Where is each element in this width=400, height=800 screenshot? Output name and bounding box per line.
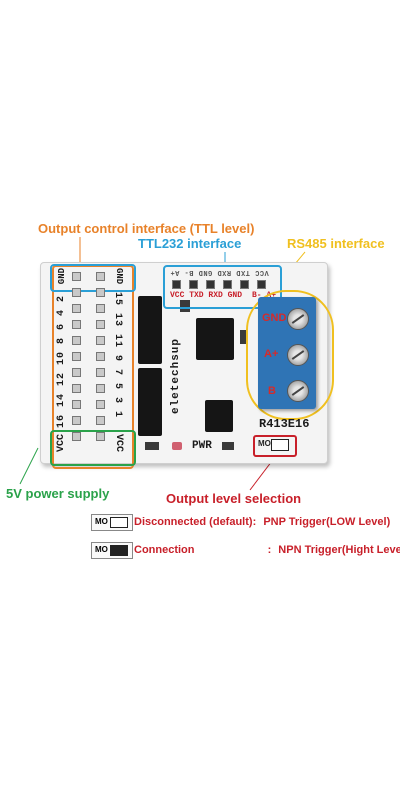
vcc-label-right: VCC — [113, 434, 124, 453]
vcc-label-left: VCC — [56, 434, 67, 453]
legend-result: PNP Trigger(LOW Level) — [263, 516, 391, 528]
header-pin — [72, 336, 81, 345]
pwr-label: PWR — [192, 440, 212, 452]
terminal-label-gnd: GND — [262, 312, 287, 324]
legend-jumper-closed: MO — [91, 542, 133, 559]
legend-condition: Connection — [134, 544, 195, 556]
header-pin — [96, 416, 105, 425]
driver-ic-1 — [138, 296, 162, 364]
terminal-label-a: A+ — [264, 348, 279, 360]
legend-row-connected: Connection : NPN Trigger(Hight Level) — [134, 544, 400, 556]
model-label: R413E16 — [259, 417, 310, 431]
header-pin — [72, 352, 81, 361]
brand-label: eletechsup — [170, 338, 182, 415]
ttl-pin — [172, 280, 181, 289]
header-pin — [96, 352, 105, 361]
legend-condition: Disconnected (default) — [134, 516, 253, 528]
vcc-row-outline — [50, 430, 136, 466]
ttl-pin — [189, 280, 198, 289]
smd-component — [145, 442, 159, 450]
pwr-led — [172, 442, 182, 450]
header-pin — [96, 368, 105, 377]
header-pin — [96, 304, 105, 313]
output-control-callout: Output control interface (TTL level) — [38, 221, 255, 236]
mcu-ic — [196, 318, 234, 360]
legend-jumper-label: MO — [95, 545, 108, 554]
header-pin — [72, 384, 81, 393]
header-pin — [72, 320, 81, 329]
legend-jumper-open: MO — [91, 514, 133, 531]
ttl-pin — [223, 280, 232, 289]
driver-ic-2 — [138, 368, 162, 436]
header-pin — [72, 288, 81, 297]
header-pin — [96, 288, 105, 297]
smd-component — [180, 300, 190, 312]
header-pin — [96, 320, 105, 329]
legend-result: NPN Trigger(Hight Level) — [278, 544, 400, 556]
ttl232-callout: TTL232 interface — [138, 236, 242, 251]
legend-pad-closed — [110, 545, 128, 556]
mo-jumper-pad — [271, 439, 289, 451]
legend-separator: : — [252, 516, 257, 528]
rs485-outline — [246, 290, 334, 420]
output-header-outline — [52, 265, 134, 469]
output-level-callout: Output level selection — [166, 491, 302, 506]
screw-slot — [291, 350, 305, 360]
screw-slot — [291, 314, 305, 324]
mo-jumper-label: MO — [258, 439, 271, 448]
header-pin — [72, 368, 81, 377]
legend-row-disconnected: Disconnected (default): PNP Trigger(LOW … — [134, 516, 390, 528]
header-pin — [96, 272, 105, 281]
legend-separator: : — [267, 544, 272, 556]
rs485-callout: RS485 interface — [287, 236, 385, 251]
ttl-pins-label: VCC TXD RXD GND — [170, 291, 243, 300]
rs485-ic — [205, 400, 233, 432]
ttl-pin — [240, 280, 249, 289]
ttl-pins-mirror: VCC TXD RXD GND B- A+ — [170, 268, 269, 276]
header-pin — [96, 400, 105, 409]
legend-pad-open — [110, 517, 128, 528]
smd-component — [222, 442, 234, 450]
gnd-label-right: GND — [114, 268, 124, 285]
ttl-pin — [206, 280, 215, 289]
terminal-screw — [287, 308, 309, 330]
terminal-screw — [287, 344, 309, 366]
header-pin — [72, 272, 81, 281]
header-pin — [72, 432, 81, 441]
right-pin-numbers: 15 13 11 9 7 5 3 1 — [112, 292, 123, 419]
terminal-screw — [287, 380, 309, 402]
power-callout: 5V power supply — [6, 486, 110, 501]
ttl-pin — [257, 280, 266, 289]
mo-jumper-outline — [253, 435, 297, 457]
terminal-label-b: B — [268, 385, 276, 397]
header-pin — [96, 432, 105, 441]
header-pin — [96, 336, 105, 345]
ttl232-outline — [163, 265, 282, 309]
smd-component — [240, 330, 248, 344]
header-pin — [72, 304, 81, 313]
screw-slot — [291, 386, 305, 396]
gnd-row-outline — [50, 264, 136, 292]
gnd-label-left: GND — [57, 268, 67, 285]
header-pin — [96, 384, 105, 393]
left-pin-numbers: 16 14 12 10 8 6 4 2 — [56, 294, 67, 428]
header-pin — [72, 416, 81, 425]
legend-jumper-label: MO — [95, 517, 108, 526]
header-pin — [72, 400, 81, 409]
